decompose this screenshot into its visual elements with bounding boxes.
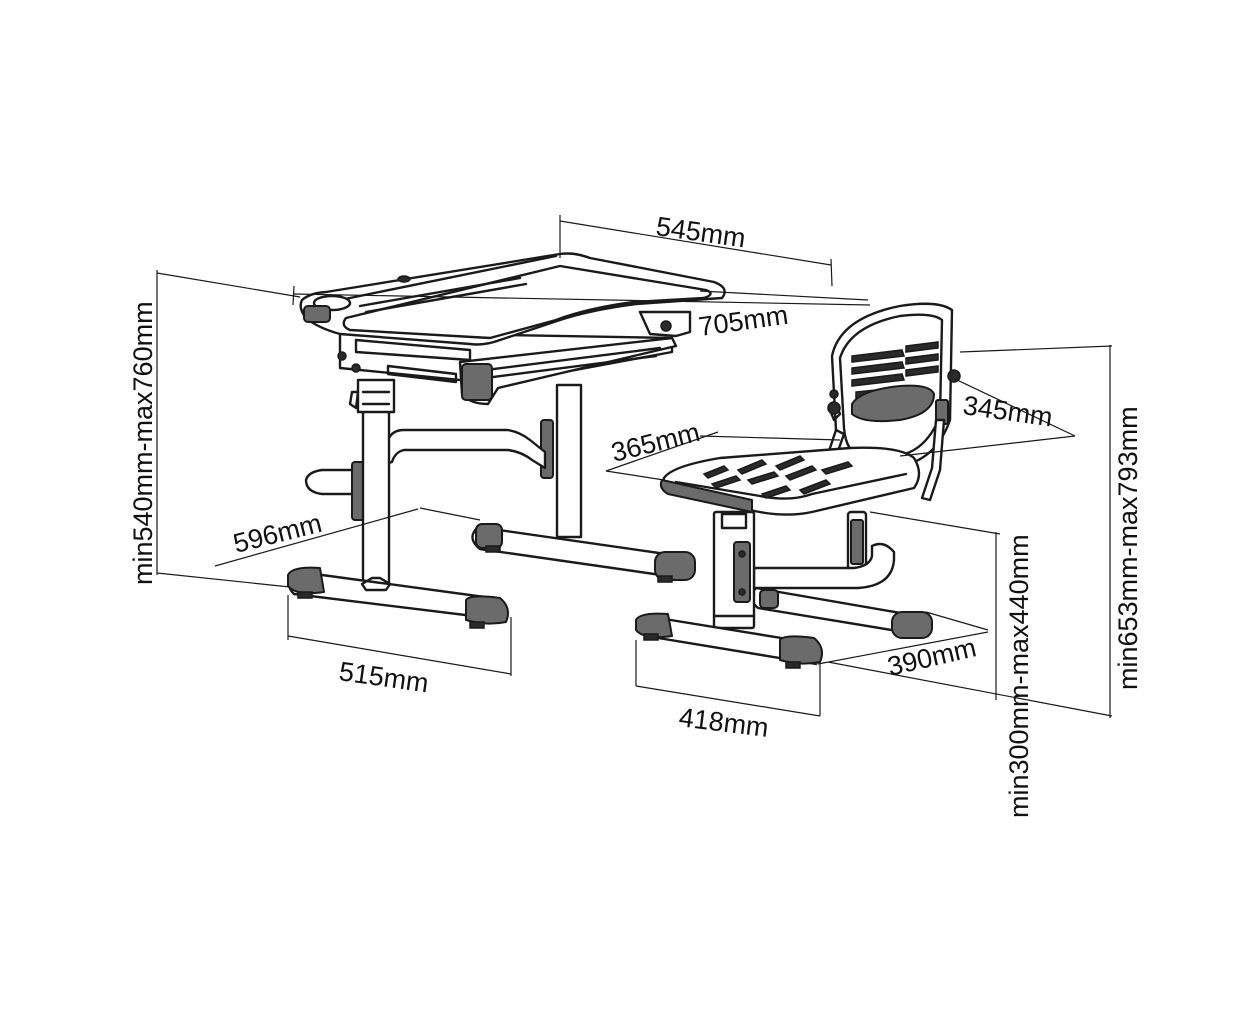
chair-front-base	[635, 612, 823, 669]
chair-footrest	[752, 542, 896, 590]
desk-drawer	[337, 330, 678, 406]
desk-crossbar	[380, 428, 547, 470]
label-desk-base-width: 515mm	[337, 656, 430, 698]
label-chair-total-height: min653mm-max793mm	[1113, 406, 1143, 690]
label-seat-height: min300mm-max440mm	[1004, 534, 1034, 818]
desk-illustration	[287, 252, 726, 629]
desk-rear-leg	[471, 383, 696, 583]
label-desk-base-depth: 596mm	[230, 508, 325, 559]
dimension-lines	[156, 215, 1113, 718]
desk-footrest	[304, 468, 364, 496]
chair-column	[712, 510, 756, 630]
chair-seat	[659, 446, 921, 516]
label-chair-base-width: 418mm	[677, 702, 770, 743]
chair-backrest	[827, 302, 961, 472]
chair-rear-base	[750, 586, 933, 639]
label-desk-depth: 545mm	[654, 211, 747, 253]
label-chair-base-depth: 390mm	[885, 632, 979, 681]
label-backrest-width: 345mm	[961, 390, 1054, 432]
label-desk-height: min540mm-max760mm	[128, 301, 158, 585]
label-seat-depth: 365mm	[608, 417, 703, 468]
desk-top	[299, 252, 726, 346]
desk-front-base	[287, 566, 509, 629]
label-desk-width: 705mm	[697, 300, 790, 342]
chair-illustration	[635, 302, 961, 669]
